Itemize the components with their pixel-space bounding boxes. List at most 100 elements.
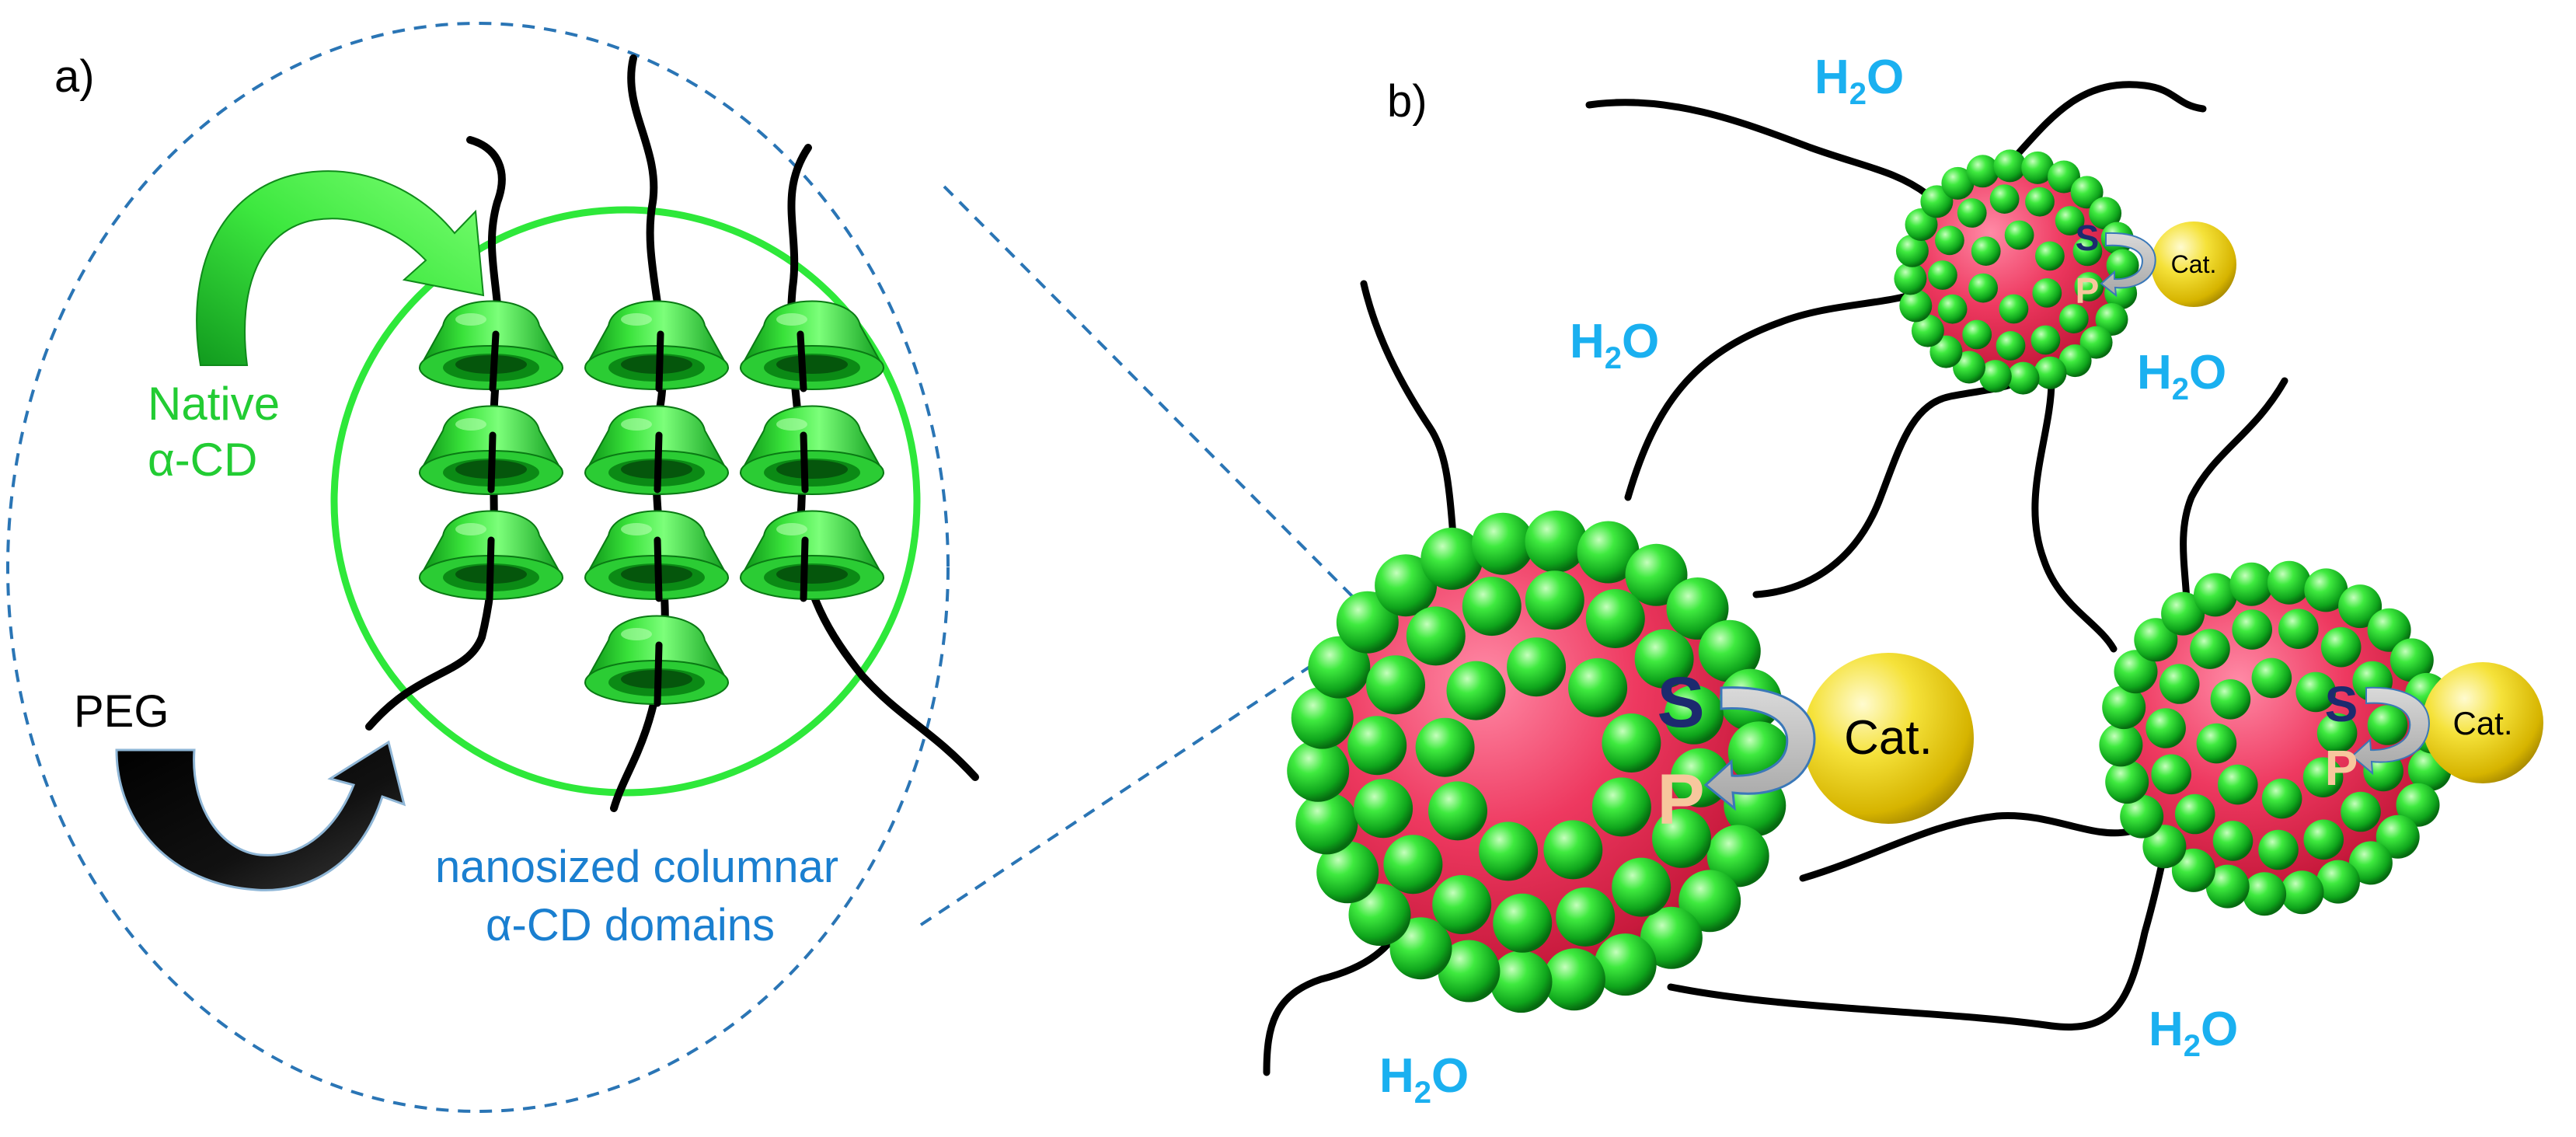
- alpha-cd-bead: [2089, 197, 2122, 230]
- alpha-cd-bead: [1968, 273, 1999, 303]
- alpha-cd-bead: [1678, 870, 1741, 933]
- alpha-cd-bead: [1993, 149, 2027, 183]
- chain-bottom-long: [1667, 781, 2184, 1031]
- alpha-cd-bead: [1920, 185, 1954, 218]
- catalyst-small-label: Cat.: [2171, 250, 2217, 278]
- alpha-cd-bead: [2021, 151, 2055, 184]
- chain-left-top: [1360, 280, 1457, 540]
- alpha-cd-bead: [2159, 664, 2200, 704]
- chain-middle-low: [1799, 812, 2133, 882]
- alpha-cd-bead: [2205, 864, 2250, 909]
- alpha-cd-bead: [1295, 792, 1358, 855]
- alpha-cd-bead: [1966, 155, 1999, 188]
- water-label: H2O: [2137, 346, 2226, 406]
- alpha-cd-bead: [1978, 360, 2012, 393]
- alpha-cd-bead: [1899, 289, 1933, 323]
- alpha-cd-bead: [2099, 723, 2143, 767]
- alpha-cd-bead: [1406, 606, 1466, 666]
- alpha-cd-bead: [2006, 361, 2040, 395]
- alpha-cd-bead: [1698, 619, 1761, 682]
- alpha-cd-bead: [1666, 577, 1729, 640]
- alpha-cd-bead: [1543, 820, 1603, 880]
- alpha-cd-bead: [2232, 609, 2272, 650]
- alpha-cd-bead: [2174, 793, 2215, 835]
- alpha-cd-bead: [2034, 356, 2067, 389]
- alpha-cd-bead: [1287, 739, 1350, 802]
- alpha-cd-bead: [1585, 589, 1645, 648]
- alpha-cd-bead: [2070, 176, 2104, 209]
- alpha-cd-bead: [2212, 821, 2254, 861]
- native-label-line1: Native: [148, 378, 280, 430]
- alpha-cd-bead: [1428, 781, 1487, 841]
- alpha-cd-bead: [1316, 841, 1379, 904]
- alpha-cd-bead: [2055, 206, 2085, 235]
- alpha-cd-bead: [1625, 543, 1688, 606]
- alpha-cd-bead: [2396, 783, 2440, 827]
- panel-a: a): [6, 22, 1360, 1113]
- alpha-cd-bead: [2341, 791, 2381, 832]
- peg-label: PEG: [74, 686, 169, 737]
- columnar-domain-circle: [330, 206, 921, 797]
- alpha-cd-bead: [2079, 326, 2113, 359]
- alpha-cd-bead: [1493, 893, 1553, 953]
- alpha-cd-bead: [1989, 184, 2020, 214]
- alpha-cd-bead: [2376, 814, 2420, 859]
- alpha-cd-bead: [1894, 262, 1927, 295]
- alpha-cd-bead: [2025, 187, 2055, 217]
- alpha-cd-bead: [1664, 685, 1724, 745]
- alpha-cd-bead: [1366, 655, 1425, 715]
- alpha-cd-bead: [2171, 848, 2215, 892]
- alpha-cd-bead: [1935, 225, 1964, 256]
- water-label: H2O: [1379, 1049, 1469, 1110]
- peg-chain-middle: [610, 54, 669, 812]
- domains-label-line2: α-CD domains: [486, 900, 775, 950]
- conversion-arrow-small: [2100, 232, 2156, 298]
- alpha-cd-bead: [1348, 884, 1411, 946]
- alpha-cd-bead: [1911, 314, 1944, 347]
- alpha-cd-bead: [2251, 657, 2292, 699]
- alpha-cd-bead: [2058, 304, 2089, 333]
- alpha-cd-bead: [2210, 679, 2251, 720]
- substrate-small: S: [2076, 218, 2100, 258]
- alpha-cd-bead: [2048, 160, 2080, 194]
- alpha-cd-bead: [2295, 671, 2336, 713]
- conversion-arrow-medium: [2351, 686, 2430, 776]
- alpha-cd-bead: [2105, 760, 2149, 804]
- alpha-cd-bead: [2058, 344, 2092, 378]
- alpha-cd-bead: [1937, 294, 1968, 324]
- alpha-cd-bead: [1291, 686, 1354, 749]
- chain-small-to-right: [2031, 377, 2118, 653]
- alpha-cd-bead: [2030, 325, 2061, 355]
- alpha-cd-bead: [2218, 764, 2258, 805]
- panel-b: b) Cat. S P: [1263, 51, 2543, 1110]
- alpha-cd-bead: [2261, 778, 2302, 819]
- product-small: P: [2076, 270, 2100, 311]
- alpha-cd-bead: [2120, 794, 2164, 839]
- alpha-cd-bead: [1971, 236, 2001, 266]
- alpha-cd-bead: [1962, 319, 1992, 350]
- alpha-cd-bead: [1432, 875, 1492, 934]
- alpha-cd-bead: [1525, 510, 1588, 573]
- nanoparticle-large: Cat. S P: [1287, 510, 1974, 1013]
- alpha-cd-bead: [1602, 713, 1661, 773]
- alpha-cd-bead: [1941, 166, 1975, 200]
- catalyst-medium-label: Cat.: [2452, 705, 2512, 741]
- alpha-cd-bead: [1905, 208, 1938, 241]
- alpha-cd-column-right: [740, 300, 884, 600]
- alpha-cd-bead: [2114, 650, 2158, 694]
- alpha-cd-bead: [2302, 757, 2344, 797]
- alpha-cd-bead: [1389, 917, 1452, 980]
- alpha-cd-bead: [2348, 841, 2393, 885]
- alpha-cd-bead: [1591, 777, 1651, 837]
- alpha-cd-bead: [1347, 716, 1407, 776]
- alpha-cd-bead: [1446, 661, 1506, 720]
- alpha-cd-bead: [2074, 272, 2104, 302]
- alpha-cd-bead: [2095, 303, 2128, 336]
- alpha-cd-bead: [1308, 636, 1371, 699]
- alpha-cd-bead: [2142, 825, 2187, 869]
- alpha-cd-bead: [1462, 577, 1522, 637]
- zoom-dashed-circle: [6, 22, 950, 1113]
- catalyst-medium: Cat.: [2422, 662, 2543, 783]
- alpha-cd-bead: [1928, 260, 1957, 290]
